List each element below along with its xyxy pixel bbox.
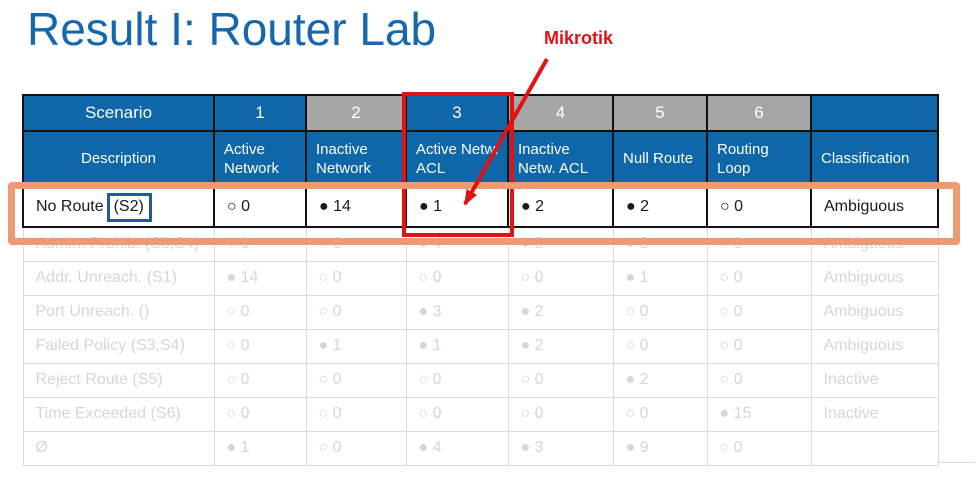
header-inactive-network: Inactive Network (305, 130, 407, 188)
classification-cell: Ambiguous (810, 260, 939, 296)
cell: ○ 0 (213, 328, 307, 364)
description-cell: Admin. Prohib. (S3,S4) (22, 226, 215, 262)
classification-cell: Ambiguous (810, 328, 939, 364)
classification-cell: Inactive (810, 396, 939, 432)
cell: ● 2 (507, 328, 614, 364)
classification-cell: Ambiguous (810, 226, 939, 262)
header-active-netw-acl: Active Netw. ACL (405, 130, 509, 188)
table-row-empty-set: Ø ● 1 ○ 0 ● 4 ● 3 ● 9 ○ 0 (22, 430, 939, 466)
description-cell: Ø (22, 430, 215, 466)
header-col-5: 5 (612, 94, 708, 132)
cell: ● 3 (507, 430, 614, 466)
cell: ○ 0 (405, 260, 509, 296)
cell: ○ 0 (305, 226, 407, 262)
description-cell: Failed Policy (S3,S4) (22, 328, 215, 364)
cell: ● 4 (405, 430, 509, 466)
header-col-3: 3 (405, 94, 509, 132)
cell: ● 9 (612, 430, 708, 466)
classification-cell: Ambiguous (810, 294, 939, 330)
mikrotik-label: Mikrotik (544, 28, 614, 48)
cell: ● 5 (507, 226, 614, 262)
classification-cell: Inactive (810, 362, 939, 398)
cell: ○ 0 (405, 362, 509, 398)
table-row-admin-prohib: Admin. Prohib. (S3,S4) ○ 0 ○ 0 ● 4 ● 5 ●… (22, 226, 939, 262)
s2-highlight-box: (S2) (106, 192, 152, 222)
results-table: Scenario 1 2 3 4 5 6 Description Active … (22, 94, 939, 466)
cell: ● 1 (612, 260, 708, 296)
cell: ○ 0 (612, 396, 708, 432)
cell: ● 15 (706, 396, 812, 432)
description-cell: Time Exceeded (S6) (22, 396, 215, 432)
table-bottom-line (937, 462, 975, 463)
description-cell: Port Unreach. () (22, 294, 215, 330)
scenario-header-row: Scenario 1 2 3 4 5 6 (22, 94, 939, 132)
cell: ● 2 (612, 362, 708, 398)
cell: ○ 0 (706, 186, 812, 228)
cell: ○ 0 (305, 260, 407, 296)
cell: ○ 0 (612, 328, 708, 364)
header-description: Description (22, 130, 215, 188)
description-header-row: Description Active Network Inactive Netw… (22, 130, 939, 188)
header-classification: Classification (810, 130, 939, 188)
classification-cell (810, 430, 939, 466)
cell: ● 1 (405, 328, 509, 364)
cell: ● 1 (405, 186, 509, 228)
cell: ○ 0 (305, 430, 407, 466)
cell: ○ 0 (305, 362, 407, 398)
description-text: No Route (36, 197, 104, 215)
table-row-addr-unreach: Addr. Unreach. (S1) ● 14 ○ 0 ○ 0 ○ 0 ● 1… (22, 260, 939, 296)
header-null-route: Null Route (612, 130, 708, 188)
cell: ○ 0 (405, 396, 509, 432)
cell: ○ 0 (305, 396, 407, 432)
cell: ● 14 (305, 186, 407, 228)
cell: ○ 0 (213, 362, 307, 398)
classification-cell: Ambiguous (810, 186, 939, 228)
cell: ○ 0 (507, 362, 614, 398)
cell: ○ 0 (706, 226, 812, 262)
header-inactive-netw-acl: Inactive Netw. ACL (507, 130, 614, 188)
description-cell: No Route(S2) (22, 186, 215, 228)
cell: ● 14 (213, 260, 307, 296)
cell: ○ 0 (213, 226, 307, 262)
cell: ● 1 (213, 430, 307, 466)
cell: ○ 0 (507, 260, 614, 296)
cell: ● 4 (405, 226, 509, 262)
cell: ○ 0 (706, 430, 812, 466)
header-active-network: Active Network (213, 130, 307, 188)
header-col-4: 4 (507, 94, 614, 132)
cell: ○ 0 (213, 294, 307, 330)
cell: ● 2 (612, 186, 708, 228)
table-row-reject-route: Reject Route (S5) ○ 0 ○ 0 ○ 0 ○ 0 ● 2 ○ … (22, 362, 939, 398)
header-col-6: 6 (706, 94, 812, 132)
header-scenario: Scenario (22, 94, 215, 132)
table-row-time-exceeded: Time Exceeded (S6) ○ 0 ○ 0 ○ 0 ○ 0 ○ 0 ●… (22, 396, 939, 432)
header-blank (810, 94, 939, 132)
description-cell: Reject Route (S5) (22, 362, 215, 398)
cell: ● 2 (507, 186, 614, 228)
cell: ● 3 (612, 226, 708, 262)
cell: ○ 0 (612, 294, 708, 330)
description-cell: Addr. Unreach. (S1) (22, 260, 215, 296)
cell: ○ 0 (507, 396, 614, 432)
cell: ○ 0 (706, 328, 812, 364)
cell: ○ 0 (305, 294, 407, 330)
cell: ● 1 (305, 328, 407, 364)
table-row-port-unreach: Port Unreach. () ○ 0 ○ 0 ● 3 ● 2 ○ 0 ○ 0… (22, 294, 939, 330)
cell: ● 2 (507, 294, 614, 330)
header-col-1: 1 (213, 94, 307, 132)
cell: ● 3 (405, 294, 509, 330)
cell: ○ 0 (706, 362, 812, 398)
header-routing-loop: Routing Loop (706, 130, 812, 188)
header-col-2: 2 (305, 94, 407, 132)
table-row-no-route: No Route(S2) ○ 0 ● 14 ● 1 ● 2 ● 2 ○ 0 Am… (22, 186, 939, 228)
cell: ○ 0 (706, 260, 812, 296)
slide-title: Result I: Router Lab (27, 3, 437, 55)
cell: ○ 0 (213, 396, 307, 432)
table-row-failed-policy: Failed Policy (S3,S4) ○ 0 ● 1 ● 1 ● 2 ○ … (22, 328, 939, 364)
cell: ○ 0 (706, 294, 812, 330)
cell: ○ 0 (213, 186, 307, 228)
